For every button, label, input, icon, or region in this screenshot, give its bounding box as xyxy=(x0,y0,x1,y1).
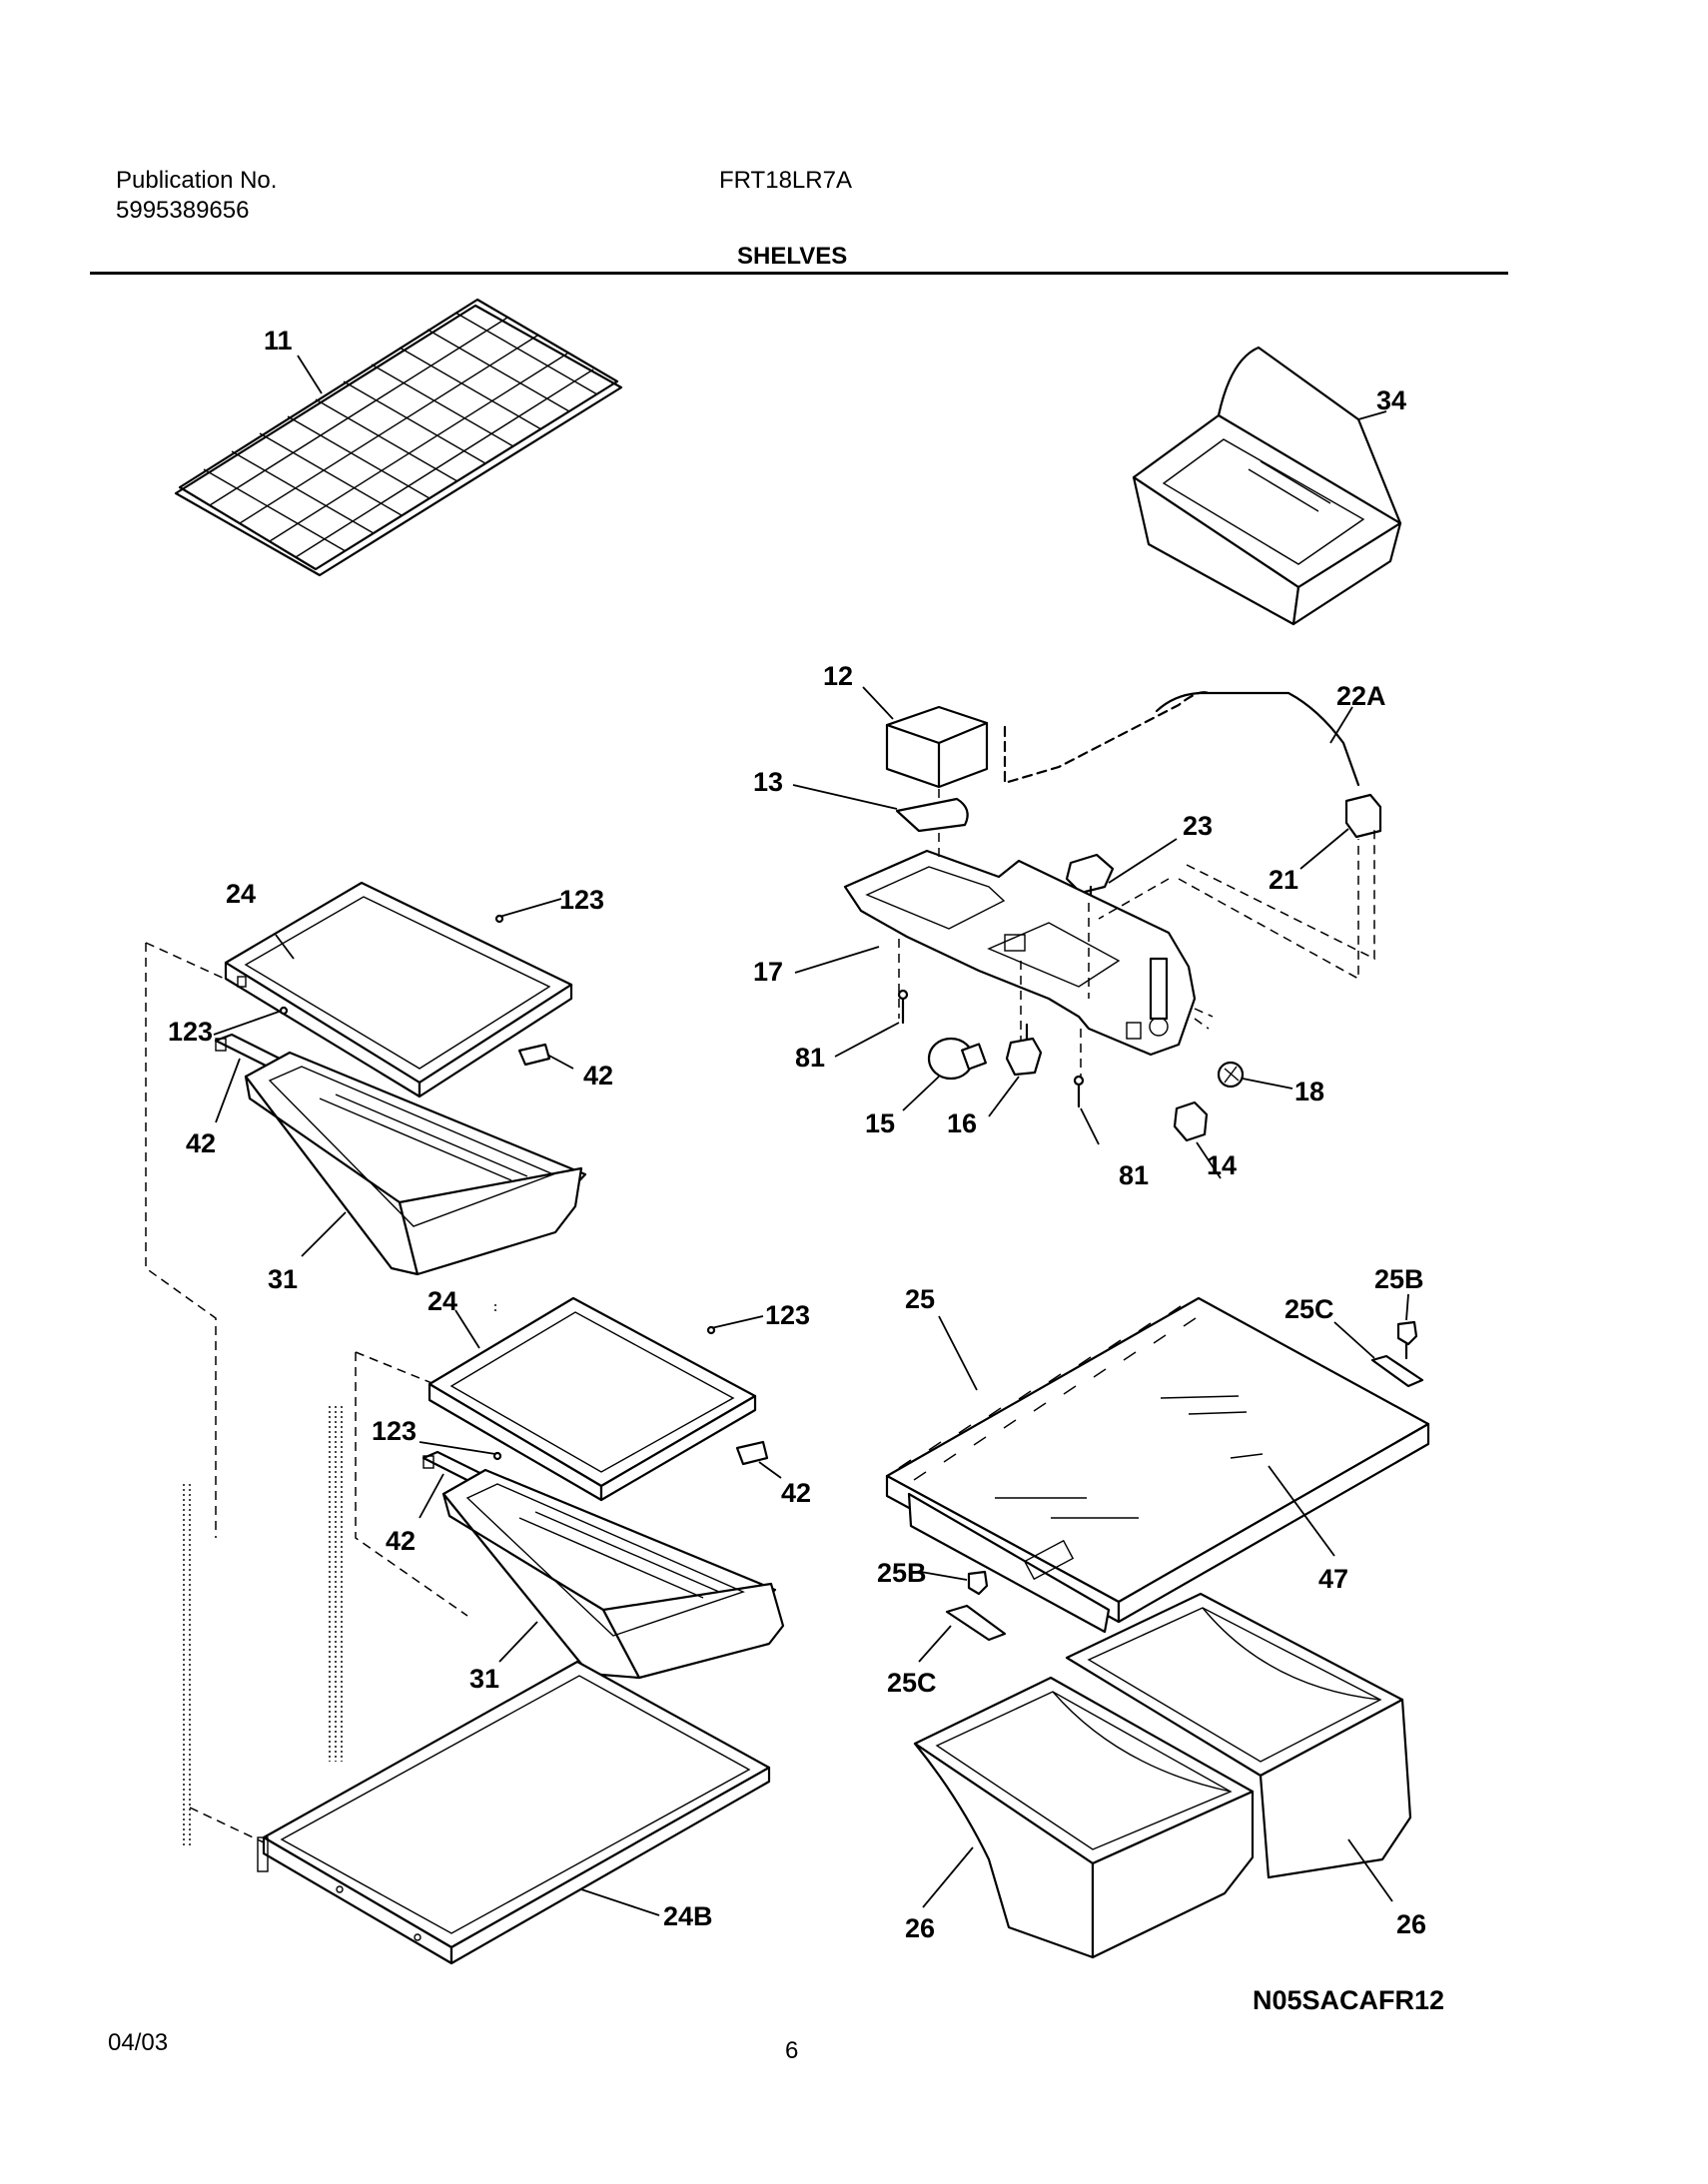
header-rule xyxy=(90,272,1508,275)
crisper-left xyxy=(913,1676,1255,1959)
label-screw-left: 81 xyxy=(795,1043,825,1073)
cover-bracket-bottom xyxy=(945,1604,1007,1642)
bottom-shelf xyxy=(257,1660,771,1965)
switch xyxy=(1173,1100,1209,1142)
label-cover-pin-top: 25B xyxy=(1374,1264,1424,1294)
crisper-right xyxy=(1065,1592,1412,1879)
upper-slide-right xyxy=(517,1043,551,1067)
cover-bracket-top xyxy=(1370,1354,1424,1388)
label-control-housing: 17 xyxy=(753,957,783,987)
model-number: FRT18LR7A xyxy=(719,167,852,194)
label-bottom-shelf: 24B xyxy=(663,1901,713,1931)
label-housing-connector: 21 xyxy=(1269,865,1298,895)
label-crisper-right: 26 xyxy=(1396,1909,1426,1939)
label-upper-pan: 31 xyxy=(268,1264,298,1294)
section-title: SHELVES xyxy=(737,243,848,270)
light-shield xyxy=(895,797,969,833)
label-upper-slide-screw: 123 xyxy=(168,1017,213,1047)
diagram-code: N05SACAFR12 xyxy=(1253,1985,1444,2015)
light-bulb xyxy=(927,1037,987,1081)
left-trim-rails xyxy=(183,1304,496,1847)
label-dairy-bin: 34 xyxy=(1376,385,1406,415)
label-light-bulb: 15 xyxy=(865,1108,895,1138)
label-wire-harness: 22A xyxy=(1336,681,1386,711)
label-control-knob: 23 xyxy=(1183,811,1213,841)
crisper-cover xyxy=(885,1296,1430,1634)
lower-pan xyxy=(441,1468,785,1680)
wire-harness xyxy=(1155,691,1360,787)
label-crisper-cover: 25 xyxy=(905,1284,935,1314)
label-upper-slide-right: 42 xyxy=(583,1061,613,1091)
label-light-shield: 13 xyxy=(753,767,783,797)
label-switch: 14 xyxy=(1207,1150,1237,1180)
label-lower-shelf-frame: 24 xyxy=(427,1286,457,1316)
label-lower-slide-right: 42 xyxy=(781,1478,811,1508)
label-upper-shelf-frame: 24 xyxy=(226,879,256,909)
label-light-socket-cover: 12 xyxy=(823,661,853,691)
screw-right xyxy=(1073,1075,1085,1108)
label-lower-slide-screw: 123 xyxy=(372,1416,417,1446)
upper-pan xyxy=(244,1051,587,1276)
label-wire-shelf: 11 xyxy=(264,326,293,356)
label-lower-slide-left: 42 xyxy=(386,1526,416,1556)
wire-shelf xyxy=(174,298,623,577)
label-cover-bracket-top: 25C xyxy=(1284,1294,1334,1324)
screw-left xyxy=(897,989,909,1025)
label-crisper-left: 26 xyxy=(905,1913,935,1943)
label-upper-slide-left: 42 xyxy=(186,1128,216,1158)
control-knob xyxy=(1065,853,1115,903)
light-socket-cover xyxy=(885,705,989,789)
label-cover-glass: 47 xyxy=(1318,1564,1348,1594)
upper-shelf-frame xyxy=(224,881,573,1098)
label-upper-shelf-screw: 123 xyxy=(559,885,604,915)
publication-number: 5995389656 xyxy=(116,197,250,224)
cover-pin-top xyxy=(1396,1320,1418,1360)
label-thermostat-knob: 18 xyxy=(1294,1077,1324,1106)
publication-label: Publication No. xyxy=(116,167,278,194)
footer-date: 04/03 xyxy=(108,2029,169,2056)
thermostat-knob xyxy=(1217,1061,1245,1089)
socket xyxy=(1005,1023,1043,1077)
dairy-bin xyxy=(1132,346,1402,626)
label-screw-right: 81 xyxy=(1119,1160,1149,1190)
housing-connector xyxy=(1344,793,1382,839)
label-lower-shelf-screw: 123 xyxy=(765,1300,810,1330)
label-socket: 16 xyxy=(947,1108,977,1138)
label-lower-pan: 31 xyxy=(469,1664,499,1694)
control-housing xyxy=(843,849,1197,1057)
page-number: 6 xyxy=(785,2037,799,2064)
cover-pin-bottom xyxy=(967,1570,989,1596)
lower-slide-right xyxy=(735,1440,769,1466)
label-cover-pin-bottom: 25B xyxy=(877,1558,927,1588)
label-cover-bracket-bottom: 25C xyxy=(887,1668,937,1698)
lower-shelf-frame xyxy=(427,1296,757,1502)
